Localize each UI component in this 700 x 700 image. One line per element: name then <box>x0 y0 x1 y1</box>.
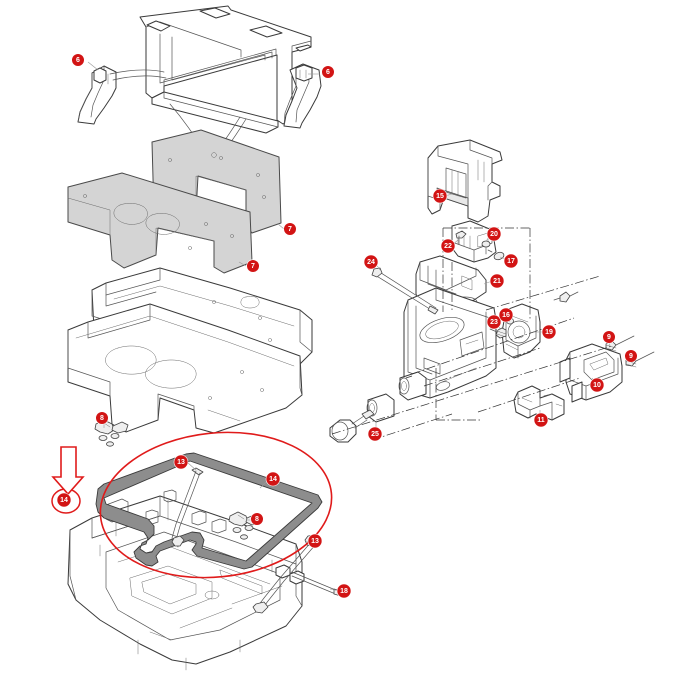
callout-badge-8[interactable]: 8 <box>250 512 264 526</box>
highlight-ellipse <box>99 431 333 579</box>
badge-disc <box>440 238 456 254</box>
badge-disc <box>95 411 109 425</box>
callout-badge-15[interactable]: 15 <box>432 188 448 204</box>
callout-badge-6[interactable]: 6 <box>71 53 85 67</box>
upper-latch-plate <box>427 139 503 223</box>
badge-disc <box>602 330 616 344</box>
latch-body-assembly <box>451 220 505 263</box>
badge-disc <box>363 254 379 270</box>
bushing-parts <box>366 371 427 423</box>
badge-disc <box>541 324 557 340</box>
badge-disc <box>307 533 323 549</box>
badge-disc <box>624 349 638 363</box>
lower-catch-block <box>513 385 565 421</box>
callout-badge-24[interactable]: 24 <box>363 254 379 270</box>
badge-disc <box>56 492 72 508</box>
badge-disc <box>486 226 502 242</box>
callout-badge-7[interactable]: 7 <box>246 259 260 273</box>
lower-tub-base <box>67 495 305 671</box>
callout-badge-13[interactable]: 13 <box>173 454 189 470</box>
callout-badge-10[interactable]: 10 <box>589 377 605 393</box>
badge-disc <box>486 314 502 330</box>
callout-badge-13[interactable]: 13 <box>307 533 323 549</box>
callout-badge-6[interactable]: 6 <box>321 65 335 79</box>
badge-disc <box>71 53 85 67</box>
badge-disc <box>265 471 281 487</box>
badge-disc <box>367 426 383 442</box>
callout-badge-9[interactable]: 9 <box>602 330 616 344</box>
small-retainer-pin <box>553 291 579 303</box>
callout-badge-9[interactable]: 9 <box>624 349 638 363</box>
badge-disc <box>336 583 352 599</box>
mid-shell-body <box>67 303 303 434</box>
badge-disc <box>589 377 605 393</box>
callout-badge-17[interactable]: 17 <box>503 253 519 269</box>
badge-disc <box>503 253 519 269</box>
striker-plate-assembly <box>559 335 655 403</box>
callout-badge-22[interactable]: 22 <box>440 238 456 254</box>
badge-disc <box>321 65 335 79</box>
callout-badge-23[interactable]: 23 <box>486 314 502 330</box>
callout-badge-19[interactable]: 19 <box>541 324 557 340</box>
badge-disc <box>173 454 189 470</box>
callout-badge-21[interactable]: 21 <box>489 273 505 289</box>
callout-badge-16[interactable]: 16 <box>498 307 514 323</box>
callout-badge-8[interactable]: 8 <box>95 411 109 425</box>
badge-disc <box>432 188 448 204</box>
callout-badge-20[interactable]: 20 <box>486 226 502 242</box>
assembly-axis-lines <box>331 227 613 441</box>
badge-disc <box>246 259 260 273</box>
red-down-arrow-icon <box>51 446 85 496</box>
badge-disc <box>498 307 514 323</box>
callout-badge-14[interactable]: 14 <box>56 492 72 508</box>
badge-disc <box>283 222 297 236</box>
callout-badge-14[interactable]: 14 <box>265 471 281 487</box>
badge-disc <box>533 412 549 428</box>
shaded-insulation-panels <box>67 129 282 274</box>
badge-disc <box>489 273 505 289</box>
rubber-seal-ring <box>95 452 323 570</box>
badge-disc <box>250 512 264 526</box>
cam-roller-assembly <box>489 303 541 359</box>
callout-badge-11[interactable]: 11 <box>533 412 549 428</box>
callout-badge-7[interactable]: 7 <box>283 222 297 236</box>
callout-badge-18[interactable]: 18 <box>336 583 352 599</box>
main-mounting-bracket <box>403 287 497 399</box>
top-carrier-frame <box>77 5 322 155</box>
lock-cylinder-key <box>329 409 375 443</box>
callout-badge-25[interactable]: 25 <box>367 426 383 442</box>
